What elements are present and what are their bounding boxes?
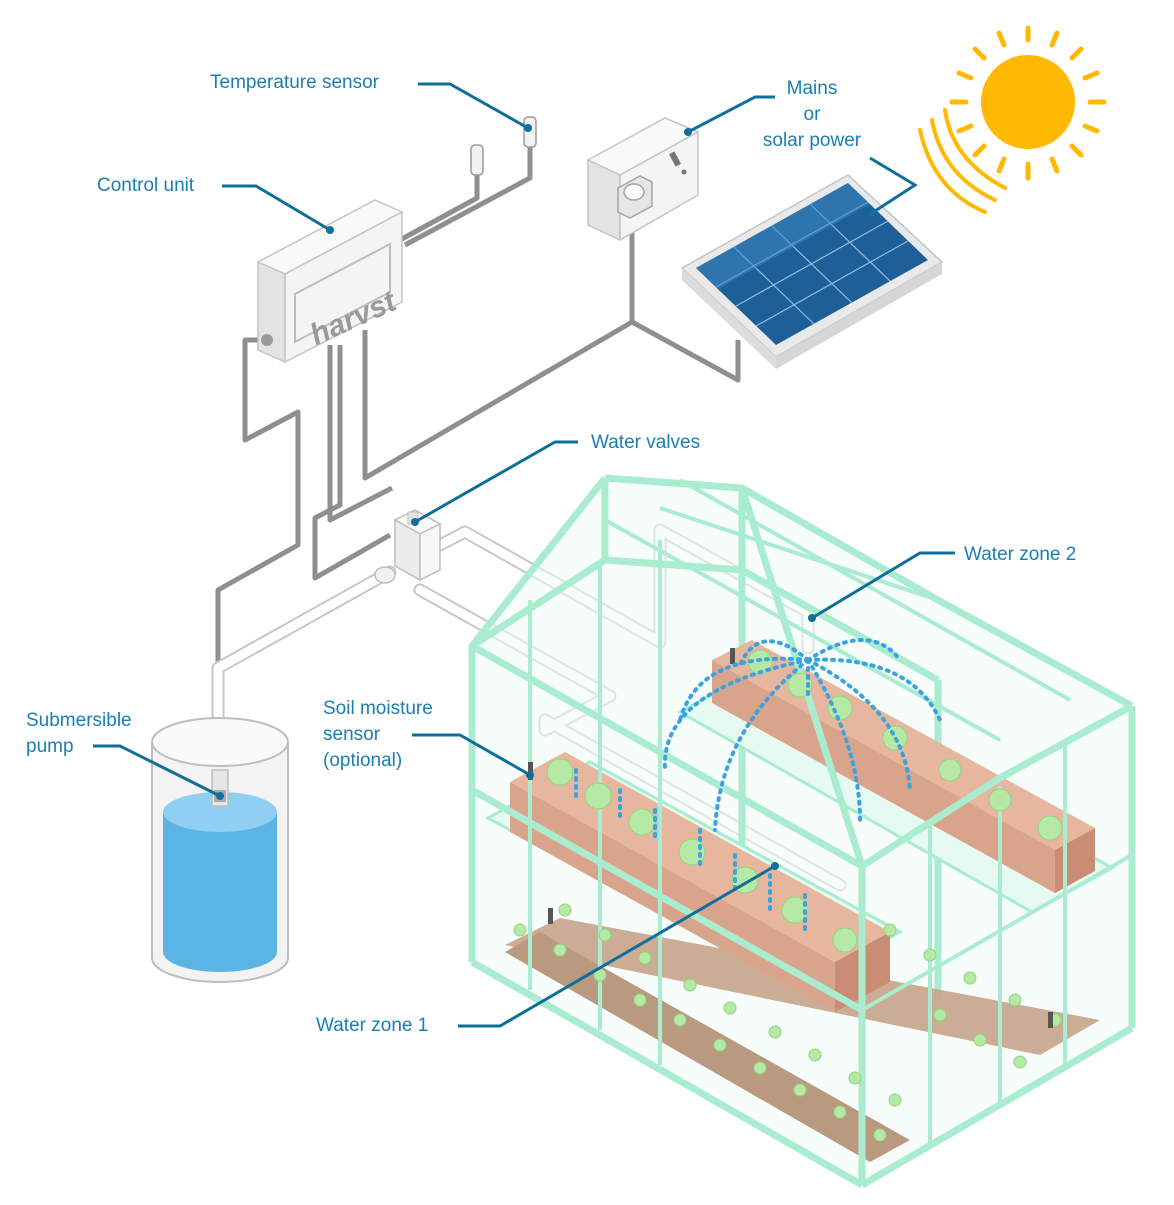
power-label-line3: solar power <box>762 130 862 151</box>
pump-label-line2: pump <box>26 736 74 757</box>
leader-dots <box>216 124 876 870</box>
greenhouse-icon <box>468 474 1136 1189</box>
temperature-sensor-label: Temperature sensor <box>210 72 379 93</box>
power-label-line2: or <box>803 104 821 125</box>
control-unit-label: Control unit <box>97 175 195 196</box>
soil-sensor-label-line3: (optional) <box>323 750 403 771</box>
power-label-line1: Mains <box>786 78 838 99</box>
water-valves-label: Water valves <box>591 432 701 453</box>
water-zone-2-label: Water zone 2 <box>964 544 1077 565</box>
leader-lines <box>93 82 955 1028</box>
soil-sensor-label-line1: Soil moisture <box>323 698 433 719</box>
power-socket-icon <box>586 117 700 242</box>
soil-moisture-sensor-icon <box>528 648 1053 1028</box>
control-unit-icon: harvst <box>256 199 404 364</box>
pump-label-line1: Submersible <box>26 710 132 731</box>
soil-sensor-label-line2: sensor <box>323 724 381 745</box>
solar-panel-icon <box>680 174 944 369</box>
sun-icon <box>918 25 1107 214</box>
water-valves-icon <box>374 509 442 584</box>
water-tank-icon <box>151 717 289 983</box>
water-zone-1-label: Water zone 1 <box>316 1015 429 1036</box>
